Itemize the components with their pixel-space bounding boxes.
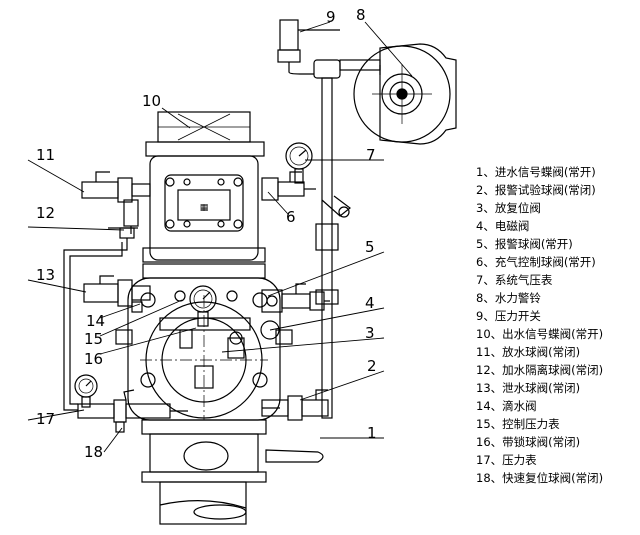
callout-13: 13 bbox=[36, 266, 55, 284]
control-pressure-gauge bbox=[189, 285, 217, 327]
inlet-butterfly-valve bbox=[141, 419, 324, 525]
callout-7: 7 bbox=[366, 146, 376, 164]
callout-14: 14 bbox=[86, 312, 105, 330]
legend-item: 13、泄水球阀(常闭) bbox=[476, 381, 581, 395]
legend-item: 8、水力警铃 bbox=[476, 291, 541, 305]
callout-12: 12 bbox=[36, 204, 55, 222]
callout-16: 16 bbox=[84, 350, 103, 368]
legend-item: 2、报警试验球阀(常闭) bbox=[476, 183, 596, 197]
legend-item: 3、放复位阀 bbox=[476, 201, 541, 215]
callout-15: 15 bbox=[84, 330, 103, 348]
callout-10: 10 bbox=[142, 92, 161, 110]
callout-17: 17 bbox=[36, 410, 55, 428]
callout-9: 9 bbox=[326, 8, 336, 26]
body-trim-piping bbox=[115, 317, 293, 359]
legend-item: 9、压力开关 bbox=[476, 309, 541, 323]
callout-11: 11 bbox=[36, 146, 55, 164]
callout-6: 6 bbox=[286, 208, 296, 226]
leader-lines bbox=[27, 21, 413, 453]
component-legend: 1、进水信号蝶阀(常开) 2、报警试验球阀(常闭) 3、放复位阀 4、电磁阀 5… bbox=[476, 163, 636, 487]
legend-item: 16、带锁球阀(常闭) bbox=[476, 435, 581, 449]
legend-item: 17、压力表 bbox=[476, 453, 537, 467]
callout-3: 3 bbox=[365, 324, 375, 342]
pressure-gauge-left bbox=[74, 374, 98, 408]
legend-item: 11、放水球阀(常闭) bbox=[476, 345, 581, 359]
right-side-pipework bbox=[261, 171, 330, 421]
legend-item: 4、电磁阀 bbox=[476, 219, 530, 233]
callout-2: 2 bbox=[367, 357, 377, 375]
upper-valve-body: ▦ bbox=[142, 155, 266, 279]
outlet-butterfly-valve bbox=[145, 111, 265, 157]
alarm-riser-pipe bbox=[313, 59, 351, 419]
system-air-gauge bbox=[285, 142, 313, 184]
legend-item: 18、快速复位球阀(常闭) bbox=[476, 471, 604, 485]
pressure-switch bbox=[277, 19, 381, 75]
legend-item: 10、出水信号蝶阀(常开) bbox=[476, 327, 604, 341]
left-side-pipework bbox=[63, 171, 151, 411]
callout-18: 18 bbox=[84, 443, 103, 461]
callout-4: 4 bbox=[365, 294, 375, 312]
water-motor-alarm-bell bbox=[353, 43, 457, 145]
legend-item: 1、进水信号蝶阀(常开) bbox=[476, 165, 596, 179]
legend-item: 12、加水隔离球阀(常闭) bbox=[476, 363, 604, 377]
svg-text:▦: ▦ bbox=[200, 203, 209, 213]
callout-8: 8 bbox=[356, 6, 366, 24]
legend-item: 5、报警球阀(常开) bbox=[476, 237, 573, 251]
callout-5: 5 bbox=[365, 238, 375, 256]
callout-1: 1 bbox=[367, 424, 377, 442]
legend-item: 15、控制压力表 bbox=[476, 417, 560, 431]
bottom-left-pipework bbox=[77, 389, 188, 433]
callout-numbers: 1 2 3 4 5 6 7 8 9 10 11 12 13 14 15 16 1… bbox=[36, 6, 377, 461]
legend-item: 14、滴水阀 bbox=[476, 399, 537, 413]
legend-item: 7、系统气压表 bbox=[476, 273, 553, 287]
legend-item: 6、充气控制球阀(常开) bbox=[476, 255, 596, 269]
